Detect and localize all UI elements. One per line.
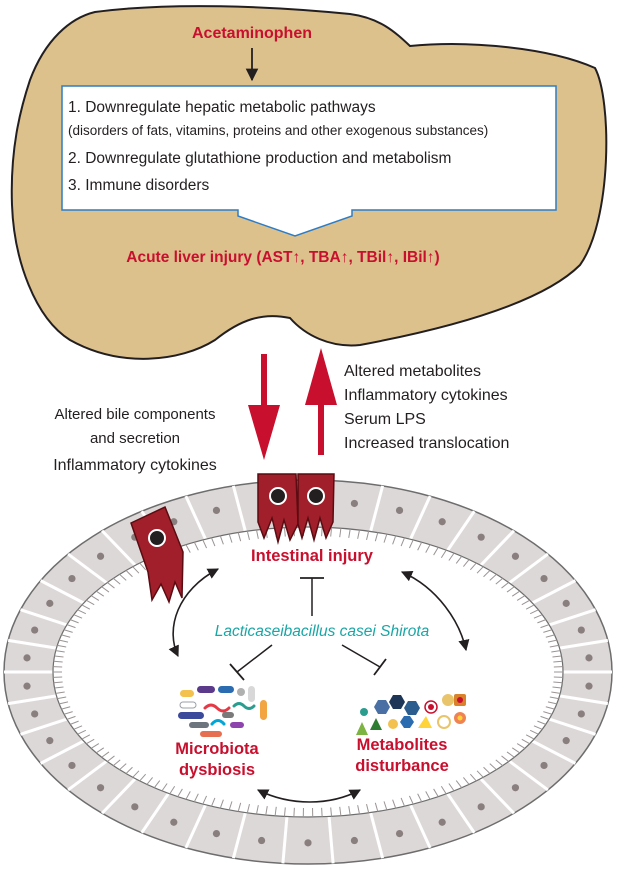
mechanism-item-1-detail: (disorders of fats, vitamins, proteins a… [68, 123, 488, 138]
mechanism-item-1: 1. Downregulate hepatic metabolic pathwa… [68, 99, 376, 116]
gut-to-liver-line-2: Inflammatory cytokines [344, 387, 508, 404]
gut-to-liver-line-1: Altered metabolites [344, 363, 481, 380]
microbiota-metabolites-arrow [256, 789, 361, 803]
microbiota-label-line-1: Microbiota [175, 740, 259, 758]
damaged-cell-center-1 [257, 473, 299, 545]
inhibit-injury-line [300, 577, 324, 616]
inhibit-microbiota-line [229, 644, 273, 681]
damaged-cell-center-2 [297, 473, 335, 543]
injury-microbiota-arrow [168, 568, 219, 658]
intestinal-injury-label: Intestinal injury [251, 547, 374, 565]
liver-to-gut-arrow [248, 354, 280, 460]
liver-injury-label: Acute liver injury (AST↑, TBA↑, TBil↑, I… [126, 249, 439, 266]
metabolites-label-line-1: Metabolites [357, 736, 448, 754]
liver-to-gut-line-3: Inflammatory cytokines [53, 457, 217, 474]
liver-to-gut-line-2: and secretion [90, 430, 180, 447]
gut-to-liver-arrow [305, 348, 337, 455]
mechanism-item-2: 2. Downregulate glutathione production a… [68, 150, 451, 167]
microbiota-label-line-2: dysbiosis [179, 761, 255, 779]
inhibit-metabolites-line [341, 644, 387, 676]
metabolites-cluster-icon [356, 694, 466, 735]
mechanism-item-3: 3. Immune disorders [68, 177, 210, 194]
bacteria-cluster-icon [178, 686, 267, 737]
intestinal-epithelium-ring [3, 479, 613, 865]
drug-label: Acetaminophen [192, 25, 312, 42]
injury-metabolites-arrow [400, 570, 470, 652]
liver-to-gut-line-1: Altered bile components [55, 406, 216, 423]
metabolites-label-line-2: disturbance [355, 757, 449, 775]
mechanism-box [61, 85, 557, 237]
gut-to-liver-line-3: Serum LPS [344, 411, 426, 428]
probiotic-label: Lacticaseibacillus casei Shirota [215, 623, 430, 640]
gut-to-liver-line-4: Increased translocation [344, 435, 509, 452]
